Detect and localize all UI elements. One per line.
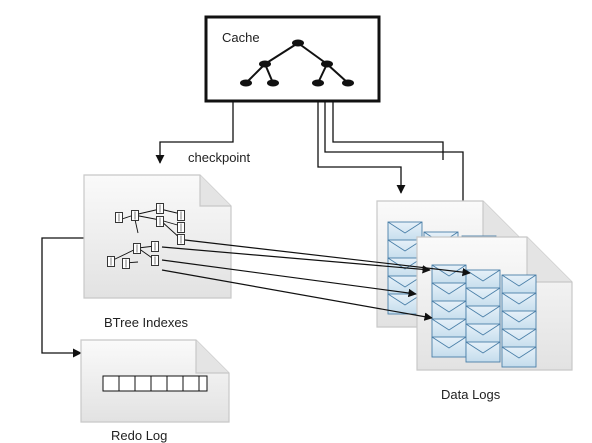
- checkpoint-edge: [155, 101, 234, 164]
- redo-log-label: Redo Log: [111, 428, 167, 443]
- btree-icon: [107, 203, 185, 269]
- cache-node: Cache: [204, 15, 381, 103]
- btree-indexes-node: BTree Indexes: [83, 174, 232, 330]
- log-cells-icon: [102, 375, 208, 392]
- btree-to-redo-edge: [41, 237, 84, 358]
- data-logs-node: Data Logs: [376, 200, 573, 402]
- envelope-stack-icon: [431, 264, 537, 368]
- redo-log-node: Redo Log: [80, 339, 230, 443]
- btree-to-data-logs-edges: [161, 239, 471, 321]
- btree-indexes-label: BTree Indexes: [104, 315, 189, 330]
- data-log-page-front: [416, 236, 573, 371]
- cache-to-data-logs-edges: [317, 101, 468, 225]
- cache-label: Cache: [222, 30, 260, 45]
- tree-icon: [240, 39, 354, 87]
- checkpoint-label: checkpoint: [188, 150, 251, 165]
- data-logs-label: Data Logs: [441, 387, 501, 402]
